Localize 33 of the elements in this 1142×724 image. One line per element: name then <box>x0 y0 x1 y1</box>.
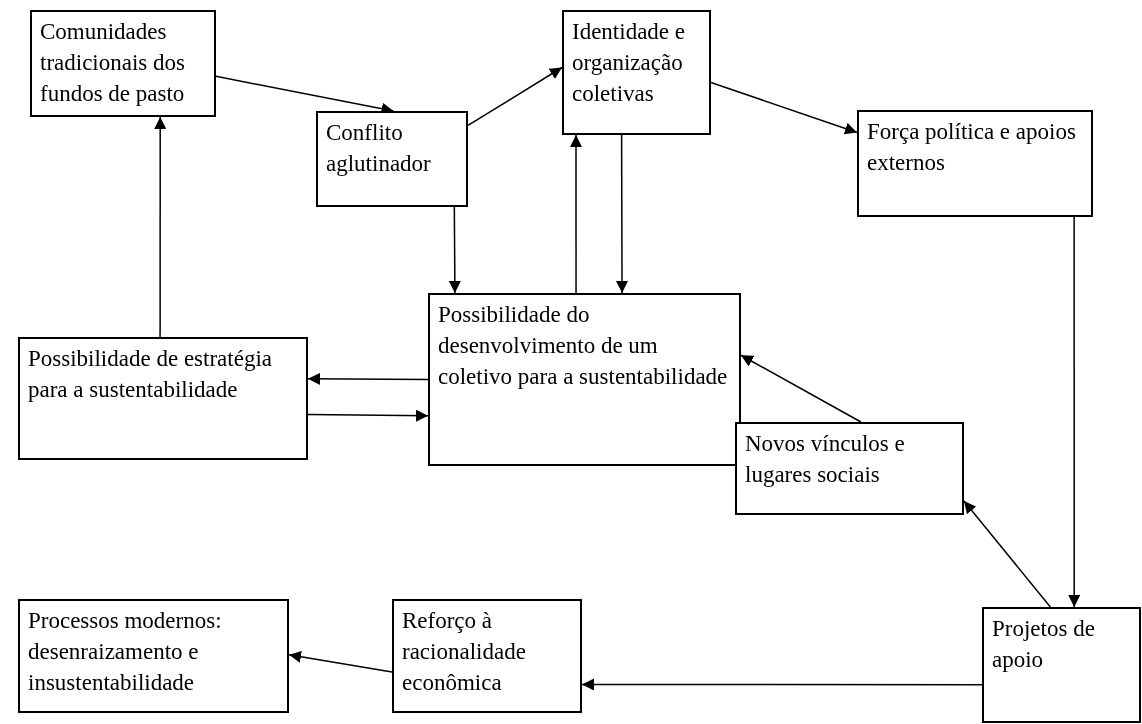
process-box <box>982 607 1141 723</box>
arrow <box>581 678 983 691</box>
box-text: Reforço à racionalidade econômica <box>402 607 527 697</box>
box-text: Conflito aglutinador <box>326 119 432 178</box>
box-text: Força política e apoios externos <box>867 118 1077 177</box>
arrow <box>963 500 1052 608</box>
box-text: Processos modernos: desenraizamento e insustentabilidade <box>28 607 223 697</box>
arrow <box>307 372 429 385</box>
process-box <box>316 111 468 207</box>
arrow <box>740 354 862 423</box>
arrow <box>288 650 393 673</box>
box-text: Possibilidade do desenvolvimento de um coletivo para a sustentabilidade <box>438 301 729 391</box>
arrow <box>616 134 629 294</box>
process-box <box>18 599 289 713</box>
process-box <box>562 10 711 135</box>
process-box <box>428 293 741 466</box>
process-box <box>392 599 582 713</box>
process-box <box>30 10 216 117</box>
process-box <box>857 110 1093 217</box>
box-text: Projetos de apoio <box>992 615 1096 674</box>
arrow <box>1068 216 1081 608</box>
arrow <box>710 81 858 135</box>
box-text: Comunidades tradicionais dos fundos de pasto <box>40 18 186 108</box>
arrow <box>467 66 563 127</box>
box-text: Identidade e organização coletivas <box>572 18 687 108</box>
arrow <box>570 134 582 294</box>
arrow <box>448 206 461 294</box>
arrow <box>154 116 167 338</box>
process-box <box>735 422 964 515</box>
process-box <box>18 337 308 460</box>
box-text: Possibilidade de estratégia para a sustentabilidade <box>28 345 273 404</box>
box-text: Novos vínculos e lugares sociais <box>745 430 906 489</box>
arrow <box>307 409 429 422</box>
